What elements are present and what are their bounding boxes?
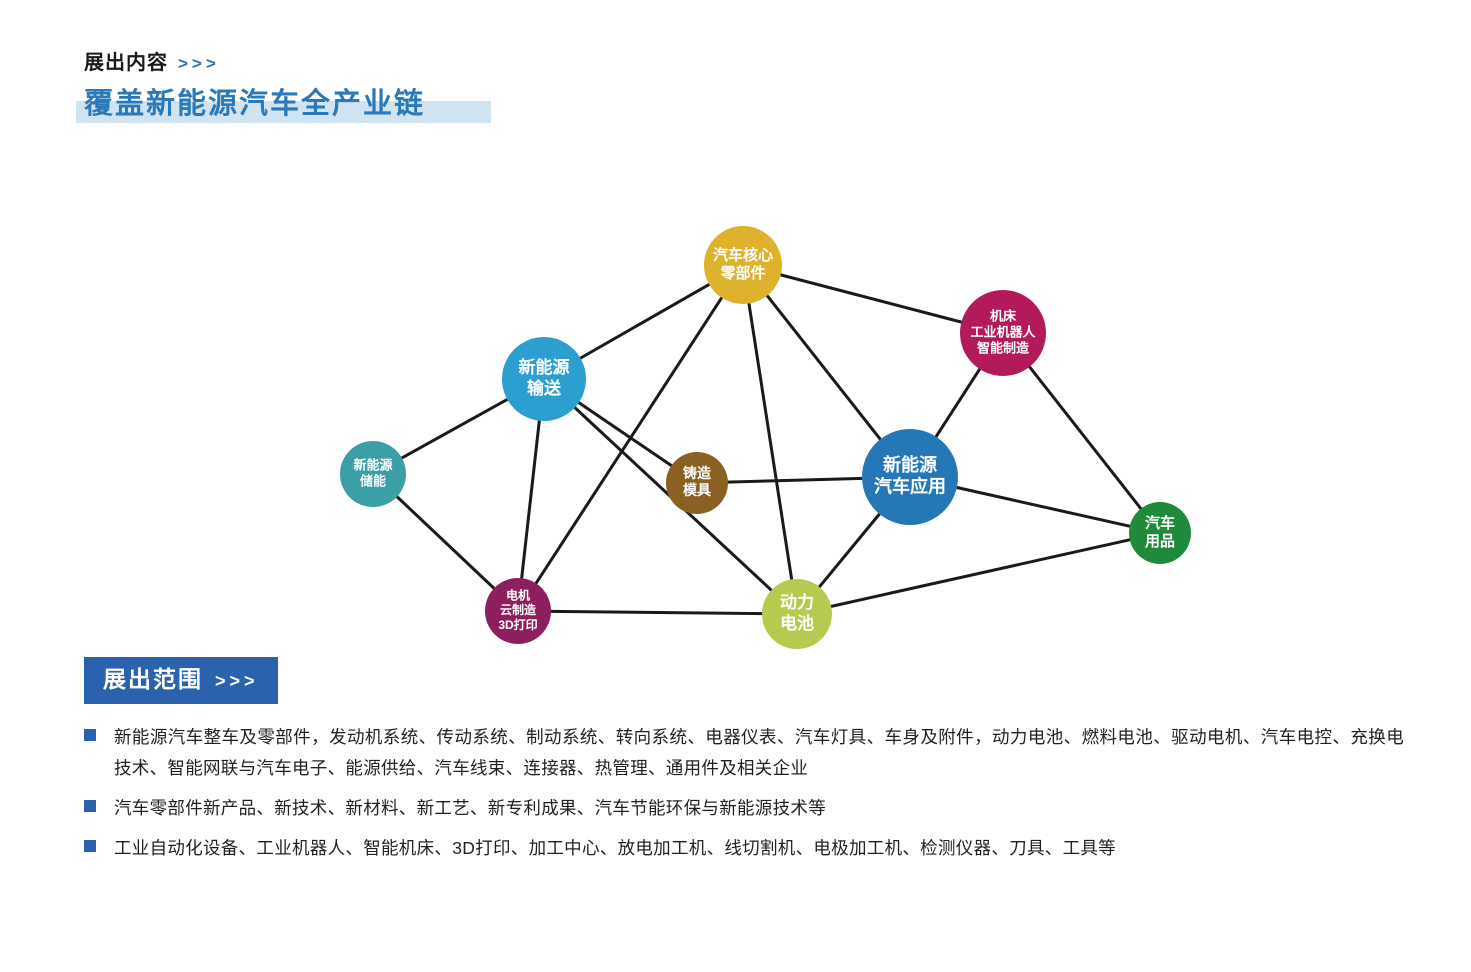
node-label-motor-3dp: 3D打印 [498,617,537,632]
node-label-motor-3dp: 云制造 [500,602,537,617]
list-item-text: 新能源汽车整车及零部件，发动机系统、传动系统、制动系统、转向系统、电器仪表、汽车… [114,727,1404,778]
node-label-auto-goods: 汽车 [1145,514,1175,532]
node-circle-battery [762,579,832,649]
diagram-edge-core-parts-transport [578,282,712,361]
node-label-ev-app: 新能源 [883,454,937,475]
node-label-transport: 新能源 [519,357,570,377]
node-label-battery: 动力 [780,592,814,612]
bullet-square-icon [84,800,96,812]
header-kicker: 展出内容 >>> [84,50,784,76]
node-label-transport: 输送 [527,378,562,398]
diagram-edge-core-parts-machine-tool [778,273,964,324]
node-label-casting: 铸造 [683,465,711,481]
diagram-edge-storage-motor-3dp [394,494,497,591]
diagram-edge-battery-auto-goods [828,538,1133,609]
diagram-edge-machine-tool-auto-goods [1027,364,1143,511]
diagram-edge-ev-app-auto-goods [954,485,1133,528]
diagram-edge-ev-app-machine-tool [934,366,982,440]
node-label-machine-tool: 智能制造 [977,340,1030,355]
bullet-square-icon [84,729,96,741]
list-item: 汽车零部件新产品、新技术、新材料、新工艺、新专利成果、汽车节能环保与新能源技术等 [84,793,1404,824]
node-label-machine-tool: 机床 [990,309,1017,324]
title-highlight-band [76,101,491,123]
diagram-node-layer: 汽车核心零部件机床工业机器人智能制造新能源输送新能源储能铸造模具新能源汽车应用汽… [340,226,1191,649]
node-label-casting: 模具 [683,482,711,498]
scope-bullet-list: 新能源汽车整车及零部件，发动机系统、传动系统、制动系统、转向系统、电器仪表、汽车… [84,722,1404,873]
node-circle-ev-app [862,429,958,525]
node-label-auto-goods: 用品 [1145,533,1175,550]
diagram-edge-core-parts-motor-3dp [533,295,724,586]
diagram-edge-core-parts-ev-app [765,293,883,442]
diagram-edge-casting-ev-app [725,476,865,484]
list-item-text: 工业自动化设备、工业机器人、智能机床、3D打印、加工中心、放电加工机、线切割机、… [114,838,1116,858]
diagram-edge-transport-casting [576,400,674,468]
list-item: 新能源汽车整车及零部件，发动机系统、传动系统、制动系统、转向系统、电器仪表、汽车… [84,722,1404,784]
node-circle-storage [340,441,406,507]
node-label-storage: 新能源 [353,458,392,473]
node-label-storage: 储能 [359,473,386,488]
diagram-edge-transport-storage [399,397,510,460]
chevron-right-icon-scope: >>> [215,671,259,691]
node-circle-core-parts [704,226,782,304]
diagram-node-battery[interactable]: 动力电池 [762,579,832,649]
page-header: 展出内容 >>> 覆盖新能源汽车全产业链 [76,50,784,123]
diagram-edge-transport-motor-3dp [520,418,541,581]
chevron-right-icon: >>> [178,54,220,73]
diagram-edge-core-parts-battery [747,301,794,582]
page-title: 覆盖新能源汽车全产业链 [84,88,426,120]
header-kicker-label: 展出内容 [84,52,168,74]
node-label-ev-app: 汽车应用 [874,476,946,497]
list-item: 工业自动化设备、工业机器人、智能机床、3D打印、加工中心、放电加工机、线切割机、… [84,833,1404,864]
diagram-edge-motor-3dp-battery [548,609,765,616]
page-title-wrap: 覆盖新能源汽车全产业链 [76,85,491,123]
node-circle-motor-3dp [485,578,551,644]
node-circle-auto-goods [1129,502,1191,564]
scope-banner: 展出范围 >>> [84,657,278,704]
industry-chain-svg: 汽车核心零部件机床工业机器人智能制造新能源输送新能源储能铸造模具新能源汽车应用汽… [340,226,1191,649]
node-label-core-parts: 汽车核心 [713,246,773,264]
industry-chain-diagram: 汽车核心零部件机床工业机器人智能制造新能源输送新能源储能铸造模具新能源汽车应用汽… [0,175,1471,675]
node-circle-casting [666,452,728,514]
node-circle-machine-tool [960,290,1046,376]
scope-banner-label: 展出范围 [103,666,203,692]
bullet-square-icon [84,840,96,852]
node-label-core-parts: 零部件 [719,264,765,282]
node-circle-transport [502,337,586,421]
node-label-motor-3dp: 电机 [506,588,530,603]
node-label-battery: 电池 [780,613,814,633]
node-label-machine-tool: 工业机器人 [970,324,1036,339]
list-item-text: 汽车零部件新产品、新技术、新材料、新工艺、新专利成果、汽车节能环保与新能源技术等 [114,798,826,818]
diagram-edge-ev-app-battery [817,511,882,590]
